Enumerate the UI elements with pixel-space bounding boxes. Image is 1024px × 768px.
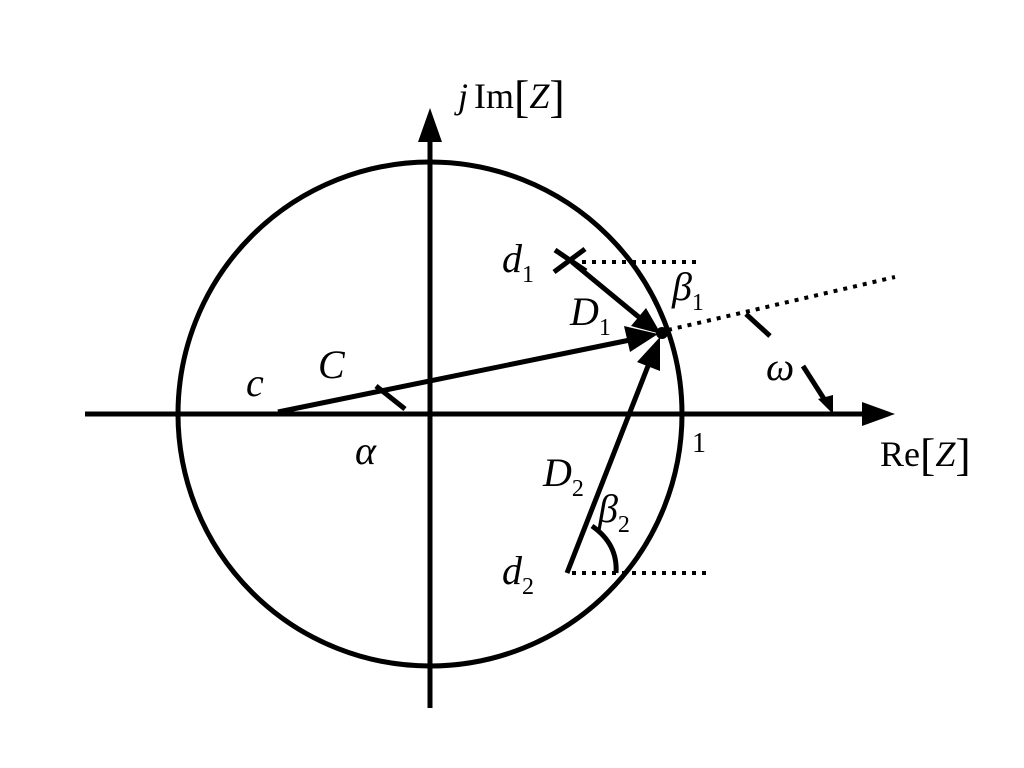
vector-D1 xyxy=(570,260,642,320)
label-D2: D2 xyxy=(542,450,584,502)
label-d1: d1 xyxy=(502,236,534,288)
vector-D2 xyxy=(564,365,651,574)
vector-D2-arrowhead xyxy=(637,337,660,371)
evaluation-point xyxy=(656,327,668,339)
omega-arrowhead xyxy=(818,395,833,414)
label-alpha: α xyxy=(355,428,377,473)
vector-C xyxy=(277,337,631,415)
vector-D1-arrowhead xyxy=(631,308,661,334)
beta2-arc xyxy=(590,523,619,574)
imag-axis-arrowhead xyxy=(418,108,442,142)
label-d2: d2 xyxy=(502,548,534,600)
vector-C-arrowhead xyxy=(624,326,658,352)
zero-d1-cross-b xyxy=(552,246,587,275)
omega-arrow xyxy=(800,364,829,404)
label-c: c xyxy=(246,360,264,405)
label-C: C xyxy=(318,342,346,387)
label-omega: ω xyxy=(766,344,794,389)
alpha-tick xyxy=(374,384,407,411)
real-axis-arrowhead xyxy=(862,402,895,426)
label-D1: D1 xyxy=(569,289,611,341)
omega-ray-tick xyxy=(744,312,772,338)
real-axis-label: Re[Z] xyxy=(880,429,971,480)
label-beta2: β2 xyxy=(597,486,630,538)
unit-tick-label: 1 xyxy=(692,428,706,459)
label-beta1: β1 xyxy=(671,264,704,316)
